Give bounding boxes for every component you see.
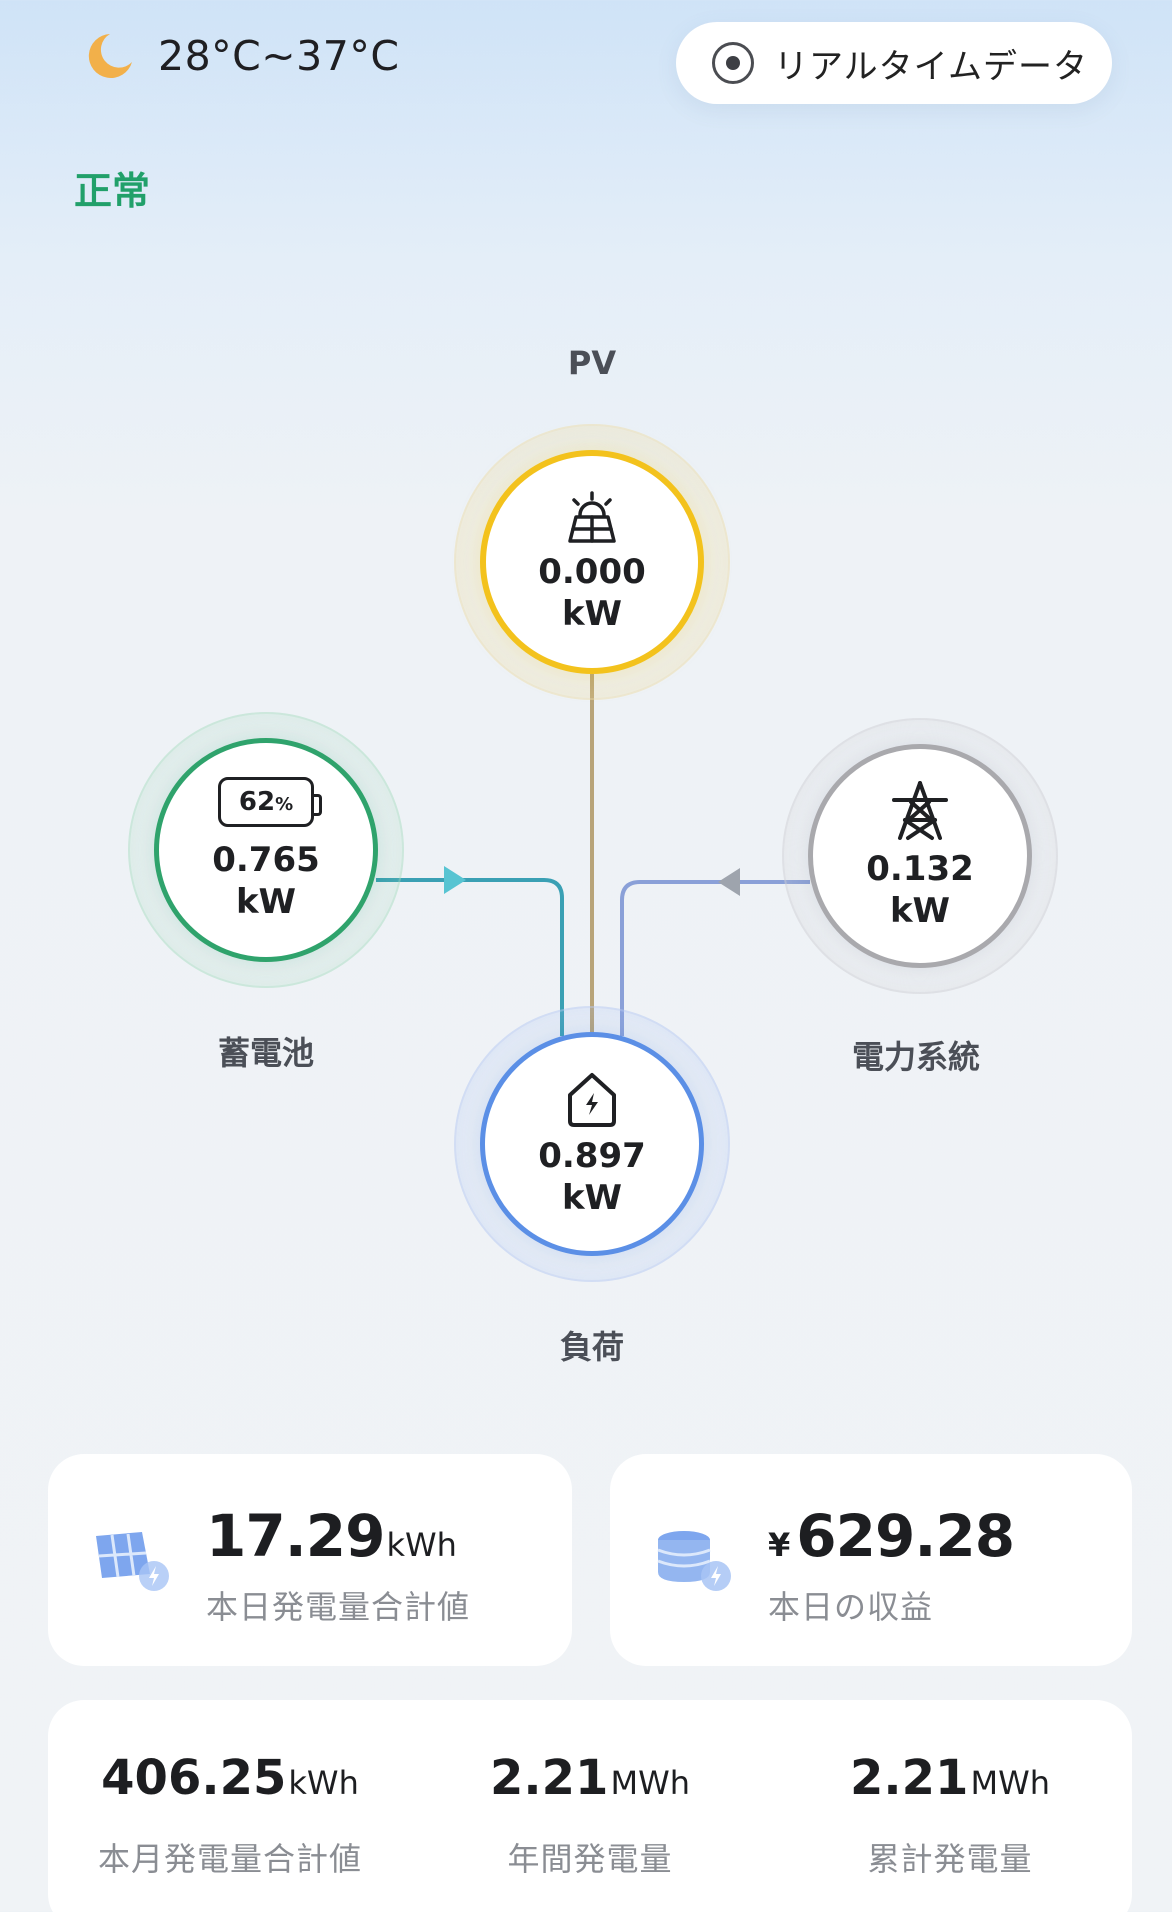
today-income-label: 本日の収益 bbox=[768, 1588, 934, 1626]
power-tower-icon bbox=[892, 781, 948, 840]
realtime-data-label: リアルタイムデータ bbox=[774, 46, 1088, 87]
temperature-range: 28°C~37°C bbox=[158, 32, 400, 80]
grid-unit: kW bbox=[889, 891, 951, 931]
battery-value: 0.765 bbox=[212, 840, 320, 880]
cumulative-generation-unit: MWh bbox=[970, 1764, 1050, 1802]
grid-flow-arrow bbox=[718, 868, 740, 896]
battery-load-line bbox=[376, 878, 564, 1036]
annual-generation-value: 2.21 bbox=[490, 1750, 609, 1806]
monthly-generation-label: 本月発電量合計値 bbox=[97, 1840, 362, 1878]
load-unit: kW bbox=[561, 1178, 623, 1218]
currency-symbol: ¥ bbox=[768, 1526, 791, 1564]
battery-flow-arrow bbox=[444, 866, 466, 894]
cumulative-generation-value: 2.21 bbox=[850, 1750, 969, 1806]
moon-icon bbox=[88, 34, 132, 78]
today-income-card[interactable]: ¥ 629.28 本日の収益 bbox=[610, 1454, 1132, 1666]
pv-value: 0.000 bbox=[538, 552, 646, 592]
load-node[interactable]: 0.897 kW bbox=[454, 1006, 730, 1282]
today-generation-unit: kWh bbox=[386, 1526, 457, 1564]
cumulative-generation-label: 累計発電量 bbox=[867, 1840, 1033, 1878]
coin-stack-icon bbox=[657, 1531, 731, 1591]
status-text: 正常 bbox=[74, 169, 151, 213]
today-income-value: 629.28 bbox=[796, 1502, 1015, 1570]
pv-unit: kW bbox=[561, 594, 623, 634]
realtime-data-button[interactable]: リアルタイムデータ bbox=[676, 22, 1112, 104]
annual-generation-label: 年間発電量 bbox=[507, 1840, 673, 1878]
grid-load-line bbox=[620, 880, 810, 1036]
energy-flow-diagram: PV 0.000 kW 62% 0.765 kW 蓄電池 bbox=[128, 344, 1058, 1366]
today-generation-label: 本日発電量合計値 bbox=[206, 1588, 471, 1626]
grid-label: 電力系統 bbox=[851, 1038, 980, 1076]
grid-value: 0.132 bbox=[866, 849, 974, 889]
annual-generation-unit: MWh bbox=[610, 1764, 690, 1802]
battery-unit: kW bbox=[235, 882, 297, 922]
home-power-icon bbox=[568, 1073, 616, 1127]
radio-icon bbox=[712, 42, 754, 84]
battery-icon: 62% bbox=[218, 777, 322, 827]
battery-percent-unit: % bbox=[275, 794, 294, 815]
pv-label: PV bbox=[567, 344, 617, 382]
today-generation-value: 17.29 bbox=[206, 1502, 385, 1570]
load-label: 負荷 bbox=[559, 1328, 624, 1366]
monthly-generation-unit: kWh bbox=[288, 1764, 359, 1802]
pv-node[interactable]: 0.000 kW bbox=[454, 424, 730, 700]
flow-lines bbox=[376, 674, 810, 1036]
battery-node[interactable]: 62% 0.765 kW bbox=[128, 712, 404, 988]
weather: 28°C~37°C bbox=[80, 28, 399, 84]
battery-percent: 62 bbox=[238, 787, 276, 817]
monthly-generation-value: 406.25 bbox=[101, 1750, 287, 1806]
grid-node[interactable]: 0.132 kW bbox=[782, 718, 1058, 994]
solar-panel-card-icon bbox=[96, 1532, 169, 1591]
solar-panel-icon bbox=[568, 491, 616, 543]
load-value: 0.897 bbox=[538, 1136, 646, 1176]
today-generation-card[interactable]: 17.29 kWh 本日発電量合計値 bbox=[48, 1454, 572, 1666]
battery-label: 蓄電池 bbox=[217, 1034, 314, 1072]
